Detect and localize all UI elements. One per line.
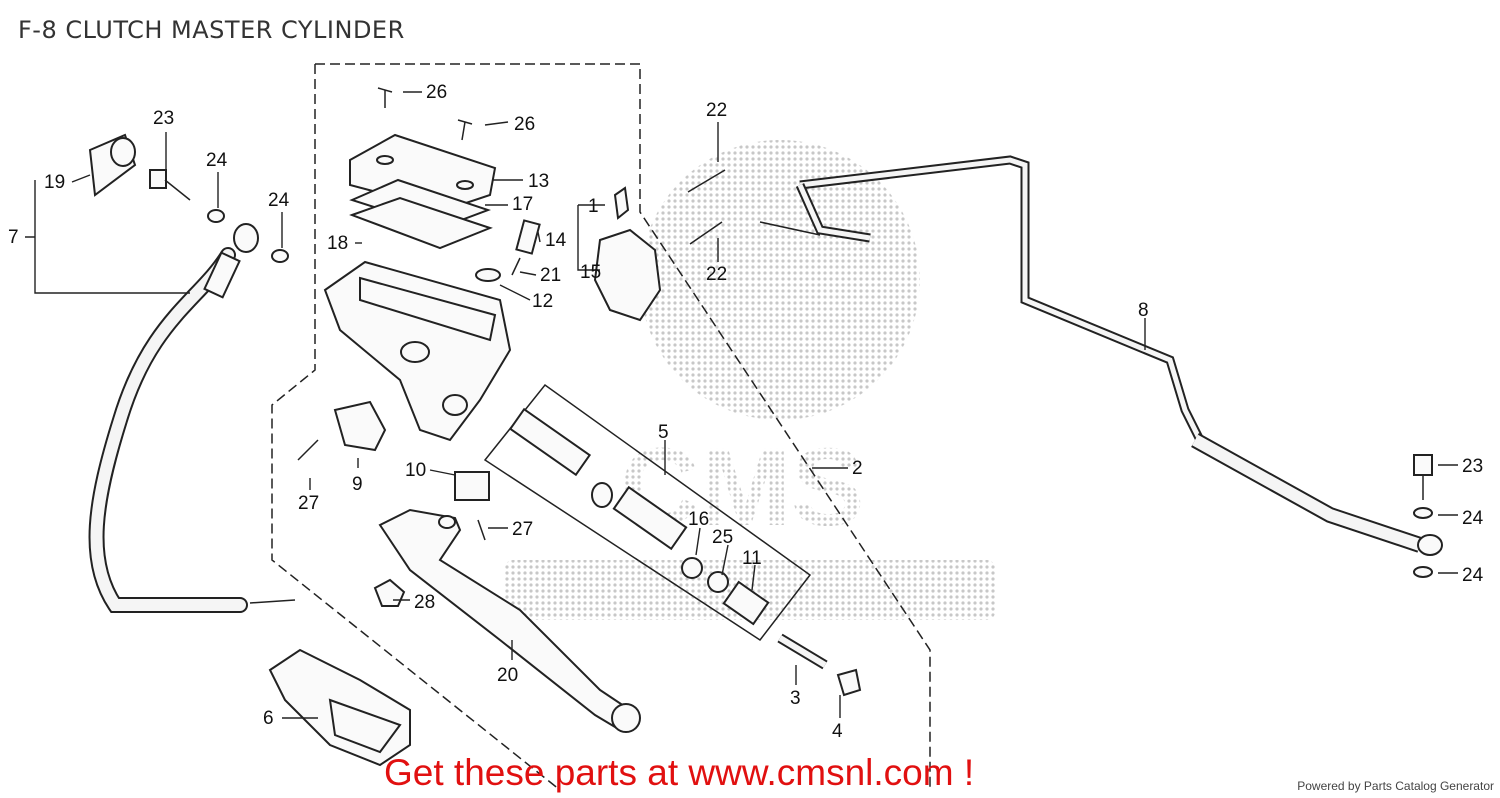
spring-seat: [591, 482, 613, 508]
callout-labels: 26 26 13 17 18 14 21 12 1 15 22 22 23 24…: [8, 82, 1484, 742]
callout-20: 20: [497, 665, 518, 686]
callout-26: 26: [426, 82, 447, 103]
callout-3: 3: [790, 688, 801, 709]
callout-24: 24: [268, 190, 290, 211]
clamp-bolt: [689, 221, 723, 245]
callout-14: 14: [545, 230, 567, 251]
callout-16: 16: [688, 509, 709, 530]
callout-9: 9: [352, 474, 363, 495]
sealing-washer: [271, 249, 289, 263]
callout-8: 8: [1138, 300, 1149, 321]
sealing-washer: [1413, 507, 1433, 519]
clamp-bolt: [687, 169, 726, 193]
clutch-lever: [378, 508, 641, 733]
callout-13: 13: [528, 171, 549, 192]
washer: [707, 571, 729, 593]
callout-23: 23: [153, 108, 174, 129]
callout-12: 12: [532, 291, 553, 312]
callout-21: 21: [540, 265, 561, 286]
diaphragm: [349, 196, 493, 250]
return-spring: [508, 407, 592, 477]
screw: [297, 439, 319, 461]
callout-25: 25: [712, 527, 733, 548]
banjo-bolt: [149, 169, 191, 201]
sealing-washer: [207, 209, 225, 223]
callout-24: 24: [1462, 508, 1484, 529]
leader-lines: [25, 91, 1458, 719]
callout-7: 7: [8, 227, 19, 248]
pivot-holder: [454, 471, 490, 501]
screw: [477, 519, 486, 541]
watermark-logo: CMS: [505, 140, 995, 620]
clutch-pipe: [795, 155, 1443, 556]
master-cylinder-body: [323, 260, 512, 442]
generator-credit: Powered by Parts Catalog Generator: [1297, 779, 1494, 793]
clutch-switch: [333, 400, 387, 452]
callout-15: 15: [580, 262, 601, 283]
callout-27: 27: [512, 519, 533, 540]
cmsnl-promo-link[interactable]: Get these parts at www.cmsnl.com !: [384, 752, 975, 793]
screw: [475, 268, 501, 282]
lever-cover: [268, 648, 411, 767]
banjo-fitting: [88, 133, 137, 197]
callout-27: 27: [298, 493, 319, 514]
callout-23: 23: [1462, 456, 1483, 477]
piston-cup: [681, 557, 703, 579]
callout-26: 26: [514, 114, 535, 135]
callout-10: 10: [405, 460, 426, 481]
pivot-bolt: [777, 633, 828, 670]
cap-screw: [377, 87, 393, 108]
callout-17: 17: [512, 194, 533, 215]
cap-screw: [457, 119, 473, 141]
holder-clamp: [593, 186, 662, 322]
sealing-washer: [1413, 566, 1433, 578]
banjo-bolt: [1413, 454, 1433, 476]
callout-28: 28: [414, 592, 435, 613]
callout-1: 1: [588, 196, 599, 217]
callout-19: 19: [44, 172, 65, 193]
callout-24: 24: [206, 150, 228, 171]
assembly-outline: [271, 63, 931, 791]
piston: [612, 485, 688, 551]
callout-18: 18: [327, 233, 348, 254]
clutch-hose-left: [88, 223, 296, 613]
diagram-title: F-8 CLUTCH MASTER CYLINDER: [18, 16, 405, 44]
dust-boot: [722, 580, 770, 626]
pivot-nut: [836, 668, 862, 697]
callout-22: 22: [706, 264, 727, 285]
callout-22: 22: [706, 100, 727, 121]
callout-4: 4: [832, 721, 843, 742]
lever-nut: [373, 578, 406, 607]
callout-6: 6: [263, 708, 274, 729]
callout-2: 2: [852, 458, 863, 479]
clamp-bolt: [759, 221, 821, 236]
callout-5: 5: [658, 422, 669, 443]
bleeder-screw: [511, 219, 541, 276]
callout-11: 11: [742, 548, 762, 569]
callout-24: 24: [1462, 565, 1484, 586]
